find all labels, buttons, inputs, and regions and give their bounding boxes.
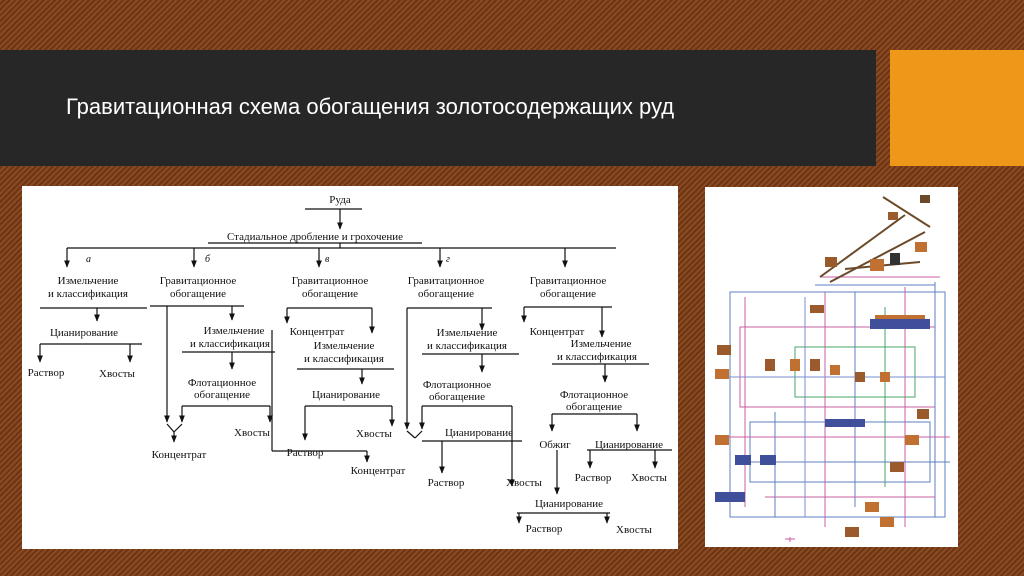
branch-letter-b: б [205, 254, 211, 265]
b-grinding-1: Измельчение [204, 325, 265, 337]
e-tailings-1: Хвосты [631, 472, 668, 484]
e-concentrate: Концентрат [530, 326, 585, 338]
e-flotation-2: обогащение [566, 401, 622, 413]
v-solution: Раствор [287, 447, 324, 459]
e-tailings-2: Хвосты [616, 524, 653, 536]
e-grinding-1: Измельчение [571, 338, 632, 350]
b-gravity-1: Гравитационное [160, 275, 237, 287]
g-flotation-2: обогащение [429, 391, 485, 403]
accent-block [890, 50, 1024, 166]
e-roasting: Обжиг [539, 439, 571, 451]
v-tailings: Хвосты [356, 428, 393, 440]
flowchart-diagram: Руда Стадиальное дробление и грохочение … [28, 194, 672, 536]
title-bar [0, 50, 876, 166]
branch-letter-v: в [325, 254, 330, 265]
g-grinding-1: Измельчение [437, 327, 498, 339]
equipment-schematic [715, 195, 950, 542]
e-grinding-2: и классификация [557, 351, 637, 363]
b-tailings: Хвосты [234, 427, 271, 439]
equipment-schematic-panel [705, 187, 958, 547]
pipework [725, 276, 950, 542]
node-ore: Руда [329, 194, 351, 206]
a-tailings: Хвосты [99, 368, 136, 380]
b-gravity-2: обогащение [170, 288, 226, 300]
equipment-units [715, 195, 930, 537]
node-crushing: Стадиальное дробление и грохочение [227, 231, 403, 243]
flowchart-panel: Руда Стадиальное дробление и грохочение … [22, 186, 678, 549]
v-cyanidation: Цианирование [312, 389, 380, 401]
e-gravity-1: Гравитационное [530, 275, 607, 287]
v-grinding-1: Измельчение [314, 340, 375, 352]
branch-letter-a: а [86, 254, 91, 265]
g-cyanidation: Цианирование [445, 427, 513, 439]
b-concentrate: Концентрат [152, 449, 207, 461]
e-solution-2: Раствор [526, 523, 563, 535]
connector-lines [37, 208, 672, 524]
a-cyanidation: Цианирование [50, 327, 118, 339]
e-gravity-2: обогащение [540, 288, 596, 300]
b-grinding-2: и классификация [190, 338, 270, 350]
e-flotation-1: Флотационное [560, 389, 628, 401]
v-grinding-2: и классификация [304, 353, 384, 365]
a-solution: Раствор [28, 367, 65, 379]
g-solution: Раствор [428, 477, 465, 489]
e-cyanidation-1: Цианирование [595, 439, 663, 451]
g-gravity-1: Гравитационное [408, 275, 485, 287]
v-gravity-1: Гравитационное [292, 275, 369, 287]
g-gravity-2: обогащение [418, 288, 474, 300]
a-grinding-1: Измельчение [58, 275, 119, 287]
branch-letter-g: г [446, 254, 450, 265]
e-cyanidation-2: Цианирование [535, 498, 603, 510]
g-flotation-1: Флотационное [423, 379, 491, 391]
v-concentrate-1: Концентрат [290, 326, 345, 338]
e-solution-1: Раствор [575, 472, 612, 484]
b-flotation-1: Флотационное [188, 377, 256, 389]
g-grinding-2: и классификация [427, 340, 507, 352]
g-tailings: Хвосты [506, 477, 543, 489]
a-grinding-2: и классификация [48, 288, 128, 300]
v-concentrate-2: Концентрат [351, 465, 406, 477]
v-gravity-2: обогащение [302, 288, 358, 300]
b-flotation-2: обогащение [194, 389, 250, 401]
slide-title: Гравитационная схема обогащения золотосо… [66, 94, 675, 119]
